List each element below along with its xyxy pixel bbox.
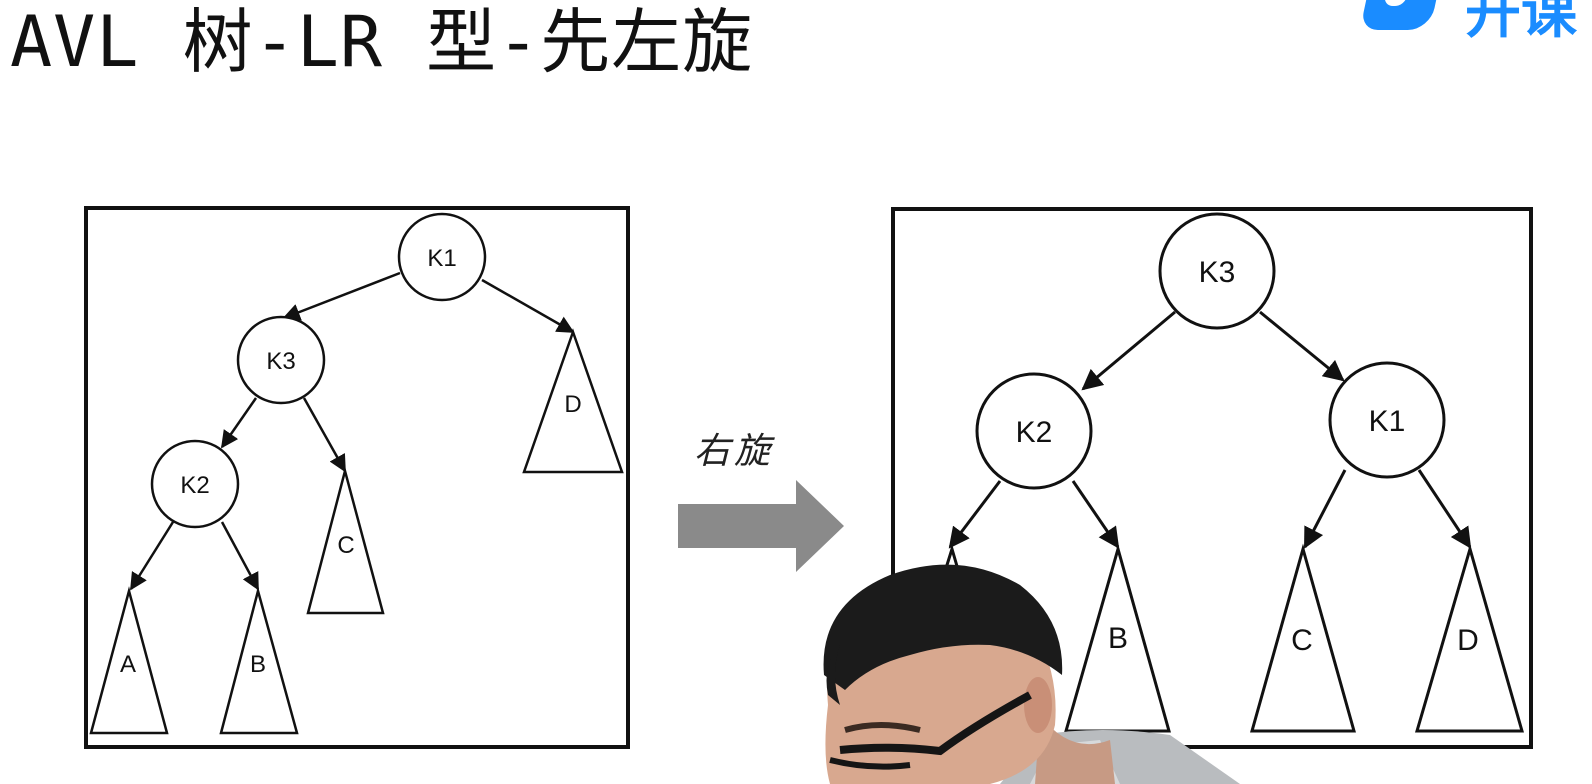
logo-text: 开课 [1465, 0, 1577, 46]
before-subtree-d [522, 328, 624, 474]
edge-k2-b-after [1071, 480, 1120, 549]
brand-logo-icon: 开课 [1360, 0, 1592, 50]
edge-k3-k2-after [1081, 310, 1176, 391]
before-label-k1: K1 [427, 245, 456, 272]
before-label-k3: K3 [266, 348, 295, 375]
edge-k3-k1-after [1259, 310, 1345, 382]
after-node-k1 [1328, 361, 1446, 479]
before-node-k2 [150, 439, 240, 529]
after-label-d: D [1457, 624, 1479, 657]
edge-k2-b [220, 521, 260, 591]
before-label-b: B [250, 651, 266, 678]
after-label-c: C [1291, 624, 1313, 657]
edge-k1-d-after [1417, 469, 1472, 549]
before-label-k2: K2 [180, 472, 209, 499]
after-subtree-c [1250, 543, 1356, 733]
before-label-a: A [120, 651, 136, 678]
edge-k3-k2 [220, 397, 258, 449]
edge-k2-a-after [948, 480, 1002, 549]
before-label-d: D [564, 391, 581, 418]
after-label-k1: K1 [1369, 405, 1406, 438]
before-subtree-b [219, 586, 299, 735]
before-node-k1 [397, 212, 487, 302]
before-subtree-a [89, 586, 169, 735]
after-node-k2 [975, 372, 1093, 490]
after-label-b: B [1108, 622, 1128, 655]
edge-k3-c [302, 397, 347, 473]
before-subtree-c [306, 466, 385, 615]
before-node-k3 [236, 315, 326, 405]
before-label-c: C [337, 532, 354, 559]
after-label-k3: K3 [1199, 256, 1236, 289]
edge-k1-k3 [282, 271, 401, 321]
edge-k2-a [129, 521, 175, 591]
after-node-k3 [1158, 212, 1276, 330]
right-arrow-icon [678, 480, 844, 572]
after-subtree-d [1415, 543, 1524, 733]
presenter-webcam-image [823, 564, 1240, 784]
edge-k1-c-after [1303, 469, 1347, 549]
after-label-k2: K2 [1016, 416, 1053, 449]
slide-title: AVL 树-LR 型-先左旋 [10, 1, 754, 83]
rotate-label: 右旋 [694, 431, 775, 472]
edge-k1-d [481, 278, 575, 334]
